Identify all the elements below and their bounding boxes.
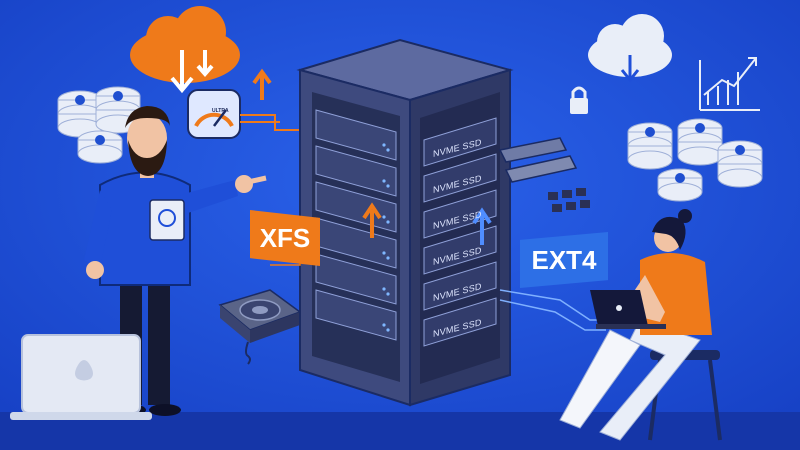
upload-arrow-icon: [240, 68, 300, 131]
database-stack-icon-right: [627, 118, 763, 202]
server-rack: [296, 38, 514, 407]
growth-chart-icon: [699, 57, 760, 111]
lock-icon: [570, 86, 588, 114]
gauge-label: ULTRA: [212, 108, 229, 114]
database-stack-icon: [57, 86, 141, 164]
xfs-filesystem-tag: XFS: [250, 210, 320, 266]
woman-figure: [559, 209, 722, 441]
cloud-upload-icon: [588, 14, 672, 83]
cloud-download-icon: [130, 6, 240, 94]
speed-gauge-icon: [187, 89, 241, 139]
laptop-icon: [10, 334, 152, 420]
memory-module-icon: [498, 137, 590, 212]
cooling-fan-icon: [218, 289, 302, 365]
ext4-filesystem-tag: EXT4: [520, 232, 608, 288]
